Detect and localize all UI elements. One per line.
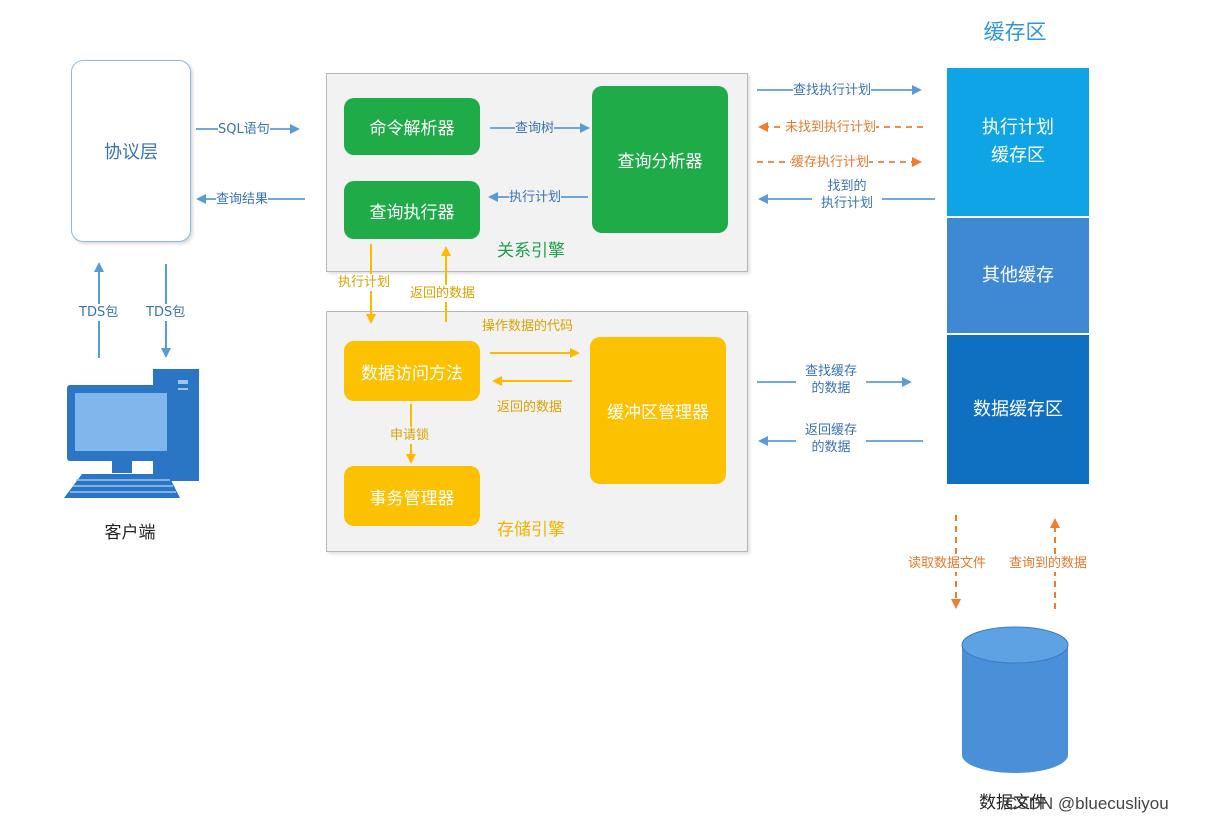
cache-column: 执行计划 缓存区 其他缓存 数据缓存区 [947, 68, 1089, 484]
plan-cache-block: 执行计划 缓存区 [947, 68, 1089, 216]
data-cache-block: 数据缓存区 [947, 335, 1089, 484]
watermark: CSDN @bluecusliyou [1005, 794, 1169, 813]
returned-data-label: 返回的数据 [497, 400, 563, 415]
query-executor-label: 查询执行器 [369, 202, 455, 223]
data-file-label: 数据文件 [979, 793, 1047, 813]
storage-engine-label: 存储引擎 [497, 520, 565, 540]
buffer-manager-box: 缓冲区管理器 [590, 337, 726, 484]
other-cache-label: 其他缓存 [982, 264, 1054, 286]
queried-data-label: 查询到的数据 [1009, 555, 1088, 572]
query-analyzer-label: 查询分析器 [617, 152, 703, 172]
protocol-layer-box: 协议层 [71, 60, 191, 242]
data-access-label: 数据访问方法 [361, 363, 463, 384]
command-parser-label: 命令解析器 [369, 119, 455, 139]
find-cache-label: 查找缓存 的数据 [796, 363, 866, 397]
query-executor-box: 查询执行器 [344, 181, 480, 239]
find-plan-label: 查找执行计划 [793, 82, 872, 99]
plan-cache-label: 执行计划 缓存区 [982, 117, 1054, 166]
sql-statement-label: SQL语句 [218, 121, 270, 138]
other-cache-block: 其他缓存 [947, 218, 1089, 333]
query-analyzer-box: 查询分析器 [592, 86, 728, 233]
return-cache-label: 返回缓存 的数据 [796, 422, 866, 456]
plan-not-found-label: 未找到执行计划 [785, 119, 877, 136]
cache-plan-label: 缓存执行计划 [791, 154, 870, 171]
op-code-label: 操作数据的代码 [482, 319, 574, 334]
command-parser-box: 命令解析器 [344, 98, 480, 155]
database-icon [961, 626, 1069, 773]
found-plan-label: 找到的 执行计划 [812, 178, 882, 212]
transaction-manager-box: 事务管理器 [344, 466, 480, 526]
protocol-layer-label: 协议层 [104, 142, 158, 163]
cache-area-title: 缓存区 [983, 20, 1047, 44]
query-result-label: 查询结果 [216, 191, 269, 208]
relational-engine-label: 关系引擎 [497, 241, 565, 261]
request-lock-label: 申请锁 [390, 427, 430, 444]
client-label: 客户端 [104, 523, 156, 543]
computer-icon [64, 369, 199, 498]
read-file-label: 读取数据文件 [908, 555, 987, 572]
tds-up-label: TDS包 [79, 304, 119, 321]
internal-exec-plan-label: 执行计划 [509, 189, 562, 206]
transaction-manager-label: 事务管理器 [369, 488, 455, 509]
returned-data-up-label: 返回的数据 [410, 285, 476, 302]
query-tree-label: 查询树 [515, 120, 555, 137]
tds-down-label: TDS包 [146, 304, 186, 321]
data-cache-label: 数据缓存区 [973, 398, 1063, 420]
buffer-manager-label: 缓冲区管理器 [607, 403, 709, 423]
data-access-box: 数据访问方法 [344, 341, 480, 401]
exec-plan-down-label: 执行计划 [338, 274, 391, 291]
